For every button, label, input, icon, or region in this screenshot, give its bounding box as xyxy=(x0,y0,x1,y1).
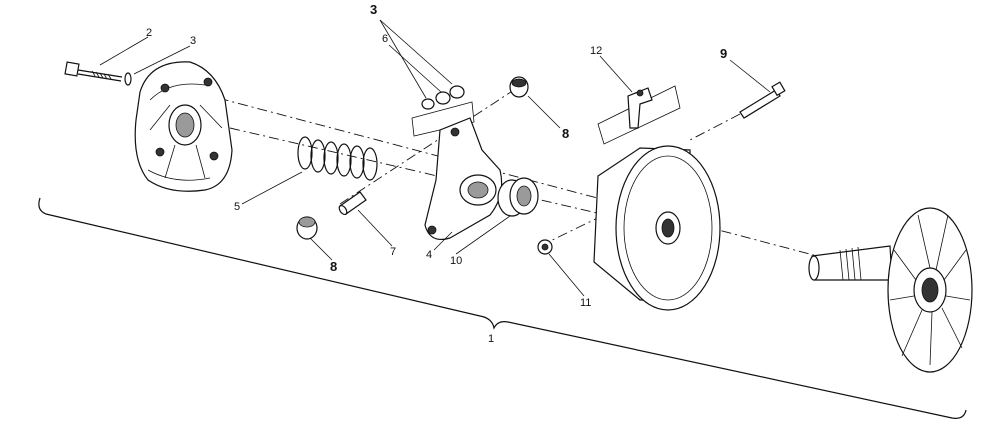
callout-5: 5 xyxy=(234,201,240,213)
leader-8-upper xyxy=(527,95,561,129)
callout-4: 4 xyxy=(426,249,432,261)
leader-3a-left xyxy=(379,19,427,99)
nut-part xyxy=(537,239,553,255)
centerline-main xyxy=(179,87,841,263)
roller-lower-part xyxy=(296,216,318,240)
leader-11 xyxy=(548,253,585,297)
fixed-sheave-part xyxy=(808,207,973,373)
leader-12 xyxy=(599,55,633,93)
bolt-part xyxy=(64,61,123,82)
leader-8-lower xyxy=(309,237,333,261)
leader-7 xyxy=(357,209,393,247)
leader-5 xyxy=(241,171,303,205)
callout-8-lower: 8 xyxy=(330,259,337,274)
callout-11: 11 xyxy=(580,297,591,309)
callout-8-upper: 8 xyxy=(562,126,569,141)
callout-12: 12 xyxy=(590,45,602,57)
bushing-part xyxy=(411,85,475,137)
centerline-pin xyxy=(339,85,521,205)
callout-3-washer: 3 xyxy=(190,35,196,47)
pin-part xyxy=(338,191,367,216)
leader-2 xyxy=(99,36,149,66)
callout-7: 7 xyxy=(390,246,396,258)
leader-3a-right xyxy=(379,19,453,85)
centerline-bolt9 xyxy=(689,113,741,141)
weight-bracket-part xyxy=(597,85,681,145)
callout-10: 10 xyxy=(450,255,462,267)
callout-1: 1 xyxy=(488,333,494,345)
bearing-part xyxy=(497,177,539,217)
leader-6 xyxy=(388,44,442,93)
sheave-housing-part xyxy=(593,145,721,311)
spider-arm-part xyxy=(424,117,503,241)
leader-3 xyxy=(133,45,191,75)
centerline-lower xyxy=(229,127,611,217)
leader-10 xyxy=(455,215,511,255)
cover-plate-part xyxy=(134,61,233,192)
callout-2: 2 xyxy=(146,27,152,39)
leader-4 xyxy=(433,231,453,251)
callout-6: 6 xyxy=(382,33,388,45)
callout-9: 9 xyxy=(720,46,727,61)
callout-3-bushings: 3 xyxy=(370,2,377,17)
spring-part xyxy=(297,136,378,181)
leader-9 xyxy=(729,59,771,93)
assembly-bracket xyxy=(38,197,967,419)
washer-part xyxy=(124,72,132,86)
long-bolt-part xyxy=(739,81,786,119)
roller-upper-part xyxy=(509,76,529,98)
